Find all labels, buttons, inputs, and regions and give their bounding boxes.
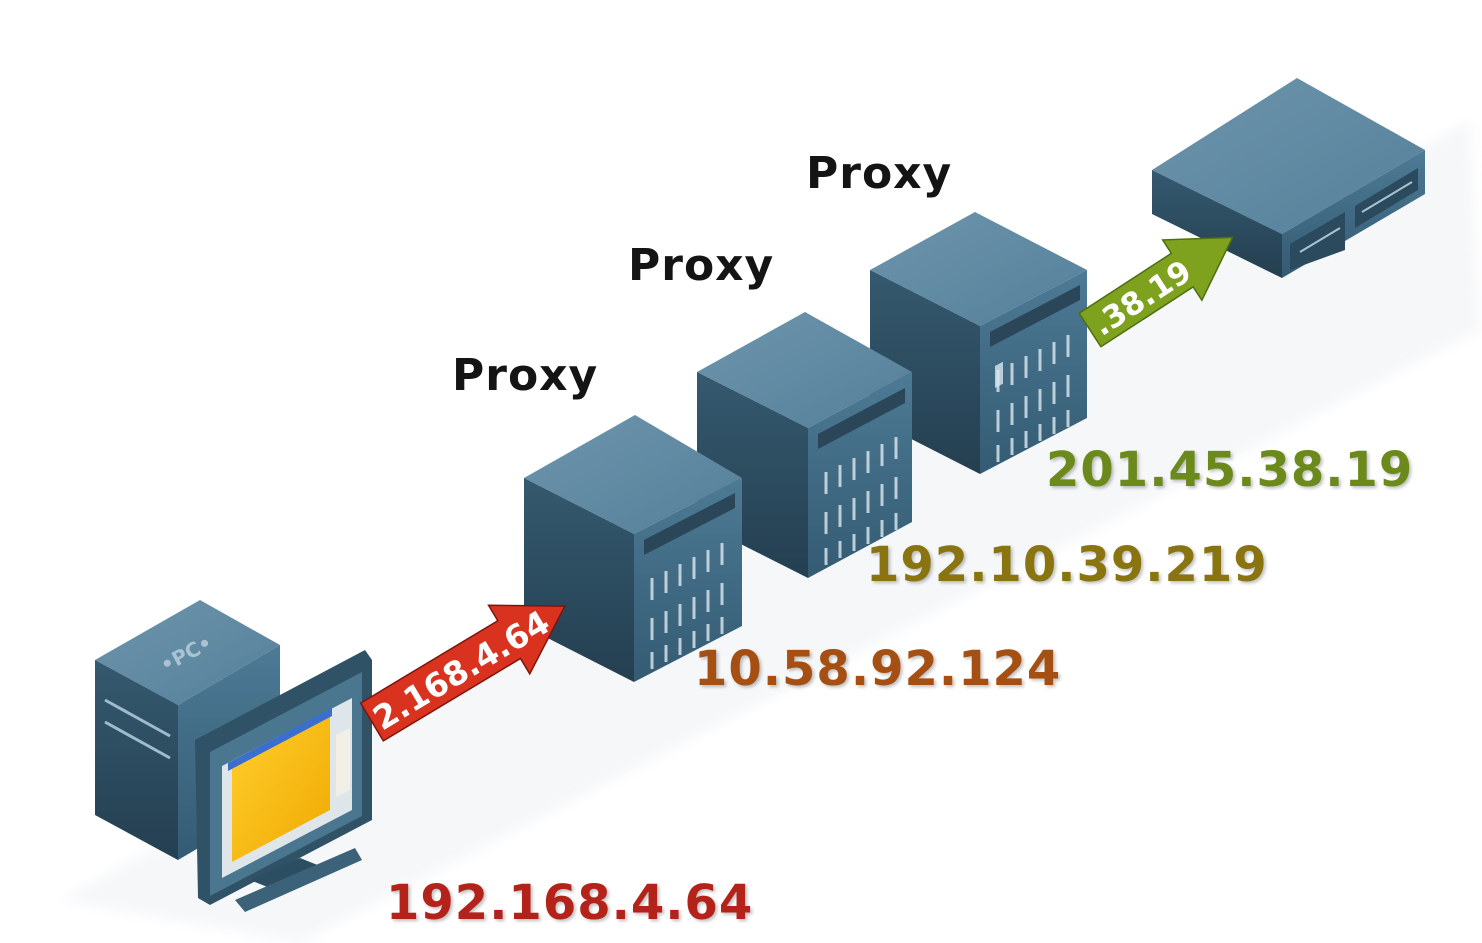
client-pc: •PC• xyxy=(95,600,372,912)
destination-server xyxy=(1152,78,1425,278)
ip-label-proxy-2: 192.10.39.219 xyxy=(866,537,1268,593)
proxy-server-3 xyxy=(870,212,1087,474)
proxy-label-1: Proxy xyxy=(452,350,599,401)
ip-label-proxy-3: 201.45.38.19 xyxy=(1046,442,1414,498)
proxy-server-1 xyxy=(524,415,742,682)
ip-label-client: 192.168.4.64 xyxy=(386,875,754,931)
proxy-label-3: Proxy xyxy=(806,148,953,199)
ip-label-proxy-1: 10.58.92.124 xyxy=(694,641,1062,697)
proxy-label-2: Proxy xyxy=(628,240,775,291)
